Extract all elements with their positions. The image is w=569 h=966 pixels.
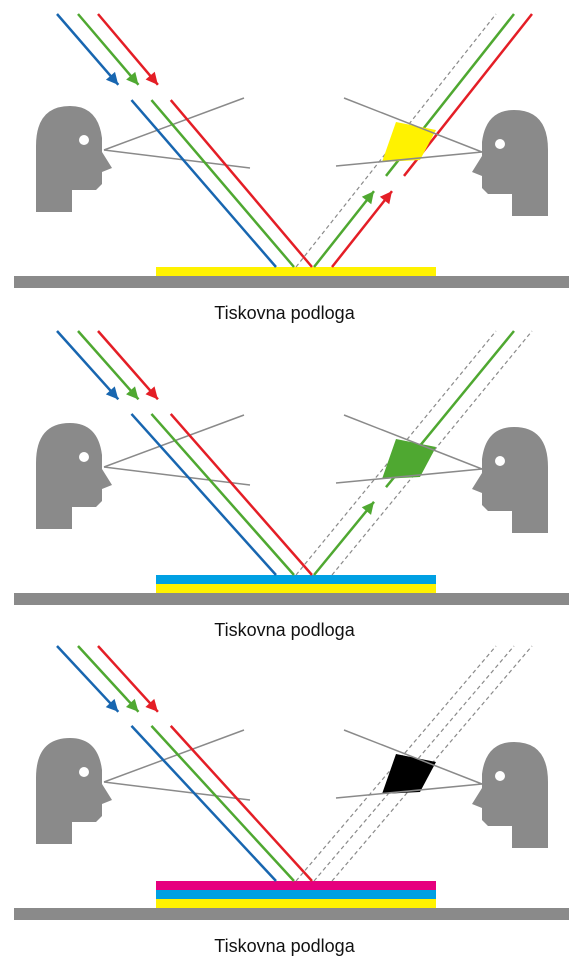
panel-1-caption: Tiskovna podloga	[214, 303, 355, 323]
panel-3	[14, 645, 569, 920]
panel-2-right-cone-top	[343, 414, 483, 470]
panel-2-ground	[14, 593, 569, 605]
panel-3-incoming-blue-ray-b	[130, 725, 277, 882]
panel-2-incoming-green-arrow	[126, 386, 139, 400]
panel-1-incoming-blue-ray-a	[56, 13, 120, 86]
panel-3-ground	[14, 908, 569, 920]
panel-1-incoming-red-arrow	[145, 71, 158, 85]
panel-2-caption: Tiskovna podloga	[214, 620, 355, 640]
panel-3-incoming-red-arrow	[145, 698, 158, 712]
panel-1-left-head	[36, 106, 112, 212]
panel-3-ink-cyan	[156, 890, 436, 899]
panel-3-right-cone-bottom	[335, 783, 483, 799]
panel-2-right-head	[472, 427, 548, 533]
panel-1-reflected-green-ray-a	[313, 190, 375, 268]
panel-1-incoming-green-ray-a	[77, 13, 140, 86]
panel-3-ink-magenta	[156, 881, 436, 890]
panel-2-incoming-green-ray-b	[150, 413, 295, 576]
panel-1-reflected-red-arrow	[379, 191, 392, 205]
panel-3-incoming-green-ray-a	[77, 645, 140, 713]
panel-2	[14, 330, 569, 605]
panel-1-right-head	[472, 110, 548, 216]
panel-1-incoming-blue-arrow	[105, 71, 119, 85]
panel-3-right-head	[472, 742, 548, 848]
panel-1-perceived-color-patch	[382, 122, 436, 162]
panel-3-incoming-blue-ray-a	[56, 645, 120, 713]
panel-3-incoming-green-arrow	[125, 698, 139, 712]
panel-1-ink-yellow	[156, 267, 436, 276]
panel-1-left-cone-top	[103, 97, 245, 151]
panel-2-left-cone-bottom	[103, 466, 251, 486]
panel-1-incoming-blue-ray-b	[130, 99, 277, 268]
panel-2-incoming-red-ray-a	[97, 330, 159, 401]
panel-3-incoming-blue-arrow	[105, 698, 119, 712]
panel-2-incoming-green-ray-a	[77, 330, 140, 401]
panel-3-perceived-color-patch	[382, 754, 436, 794]
panel-2-ink-yellow	[156, 584, 436, 593]
panel-1-reflected-green-arrow	[361, 191, 374, 205]
panel-3-incoming-red-ray-a	[97, 645, 159, 713]
panel-2-incoming-red-arrow	[145, 386, 158, 400]
panel-2-left-eye	[79, 452, 89, 462]
panel-1-incoming-red-ray-a	[97, 13, 159, 86]
panel-1-incoming-green-ray-b	[150, 99, 295, 268]
panel-3-incoming-green-ray-b	[150, 725, 295, 882]
panel-3-incoming-red-ray-b	[169, 725, 313, 882]
panel-1-left-eye	[79, 135, 89, 145]
panel-1-incoming-red-ray-b	[169, 99, 313, 268]
panel-3-left-head	[36, 738, 112, 844]
panel-2-left-head	[36, 423, 112, 529]
panel-3-caption: Tiskovna podloga	[214, 936, 355, 956]
panel-3-right-eye	[495, 771, 505, 781]
panel-2-perceived-color-patch	[382, 439, 436, 479]
panel-2-reflected-green-ray-a	[313, 501, 375, 576]
panel-1-right-cone-top	[343, 97, 483, 153]
panel-3-left-eye	[79, 767, 89, 777]
panel-1	[14, 13, 569, 288]
panel-1-reflected-red-ray-a	[331, 190, 393, 268]
panel-2-incoming-blue-ray-a	[56, 330, 120, 401]
panel-2-incoming-blue-arrow	[105, 386, 119, 400]
panel-1-incoming-green-arrow	[126, 71, 139, 85]
panel-2-incoming-red-ray-b	[169, 413, 313, 576]
panel-1-right-eye	[495, 139, 505, 149]
panel-1-right-cone-bottom	[335, 151, 483, 167]
panel-2-incoming-blue-ray-b	[130, 413, 277, 576]
panel-2-ink-cyan	[156, 575, 436, 584]
panel-3-right-cone-top	[343, 729, 483, 785]
panel-2-right-eye	[495, 456, 505, 466]
panel-1-ground	[14, 276, 569, 288]
panel-2-reflected-green-arrow	[361, 501, 374, 515]
panel-3-left-cone-top	[103, 729, 245, 783]
panel-3-left-cone-bottom	[103, 781, 251, 801]
panel-2-right-cone-bottom	[335, 468, 483, 484]
panel-3-ink-yellow	[156, 899, 436, 908]
